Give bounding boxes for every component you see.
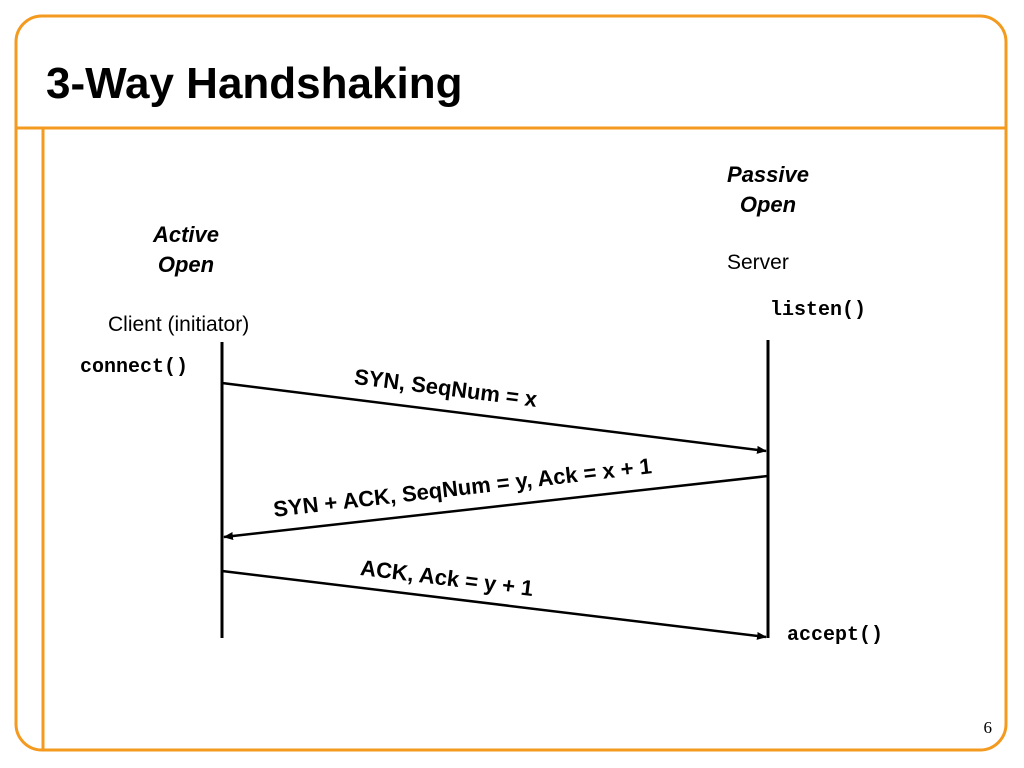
page-number: 6 <box>983 718 993 737</box>
server-mode-line2: Open <box>739 192 797 217</box>
client-mode-line2: Open <box>157 252 215 277</box>
page-title: 3-Way Handshaking <box>46 59 463 108</box>
ack-arrow <box>221 569 767 640</box>
syn-ack-arrow <box>223 474 769 540</box>
client-connect-call: connect() <box>80 356 189 379</box>
client-name: Client (initiator) <box>108 313 250 336</box>
syn-arrow <box>221 381 767 454</box>
server-listen-call: listen() <box>770 299 867 322</box>
client-mode-label: Active Open <box>146 220 226 280</box>
server-mode-label: Passive Open <box>716 160 820 220</box>
client-mode-line1: Active <box>152 222 220 247</box>
server-accept-call: accept() <box>787 624 884 647</box>
server-name: Server <box>727 251 789 274</box>
server-mode-line1: Passive <box>727 162 809 187</box>
frame-border <box>14 14 1008 752</box>
